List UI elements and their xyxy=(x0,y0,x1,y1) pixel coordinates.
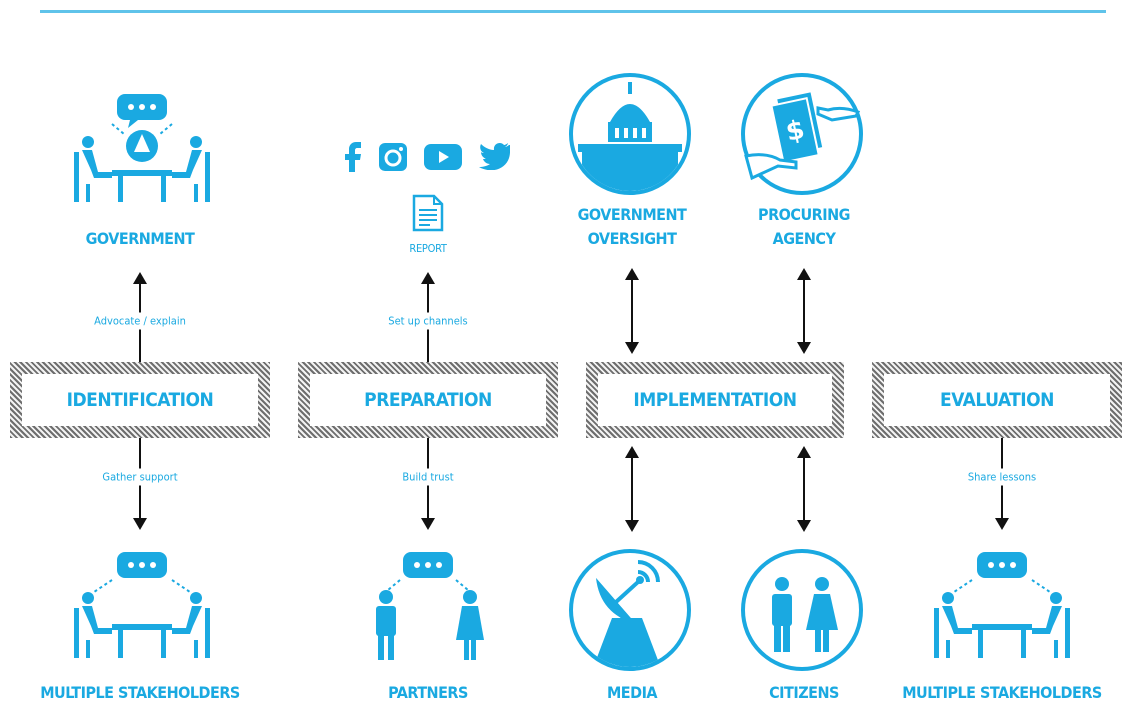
youtube-icon[interactable] xyxy=(424,144,462,170)
money-handover-icon: $ xyxy=(741,73,863,195)
stage-implementation-label: IMPLEMENTATION xyxy=(598,374,832,426)
media-label: MEDIA xyxy=(606,683,658,702)
citizens-label: CITIZENS xyxy=(769,683,839,702)
double-arrow-gov-oversight xyxy=(625,268,639,354)
stage-identification: IDENTIFICATION xyxy=(10,362,270,438)
social-icons xyxy=(344,142,514,172)
stakeholders-meeting-icon-left xyxy=(74,552,210,658)
partners-icon xyxy=(376,552,484,660)
gov-oversight-line1: GOVERNMENT xyxy=(577,205,687,224)
partners-label: PARTNERS xyxy=(388,683,468,702)
government-building-icon xyxy=(569,73,691,195)
set-up-channels-label: Set up channels xyxy=(385,312,471,330)
multiple-stakeholders-right-label: MULTIPLE STAKEHOLDERS xyxy=(902,683,1102,702)
multiple-stakeholders-left-label: MULTIPLE STAKEHOLDERS xyxy=(40,683,240,702)
twitter-icon[interactable] xyxy=(476,142,510,170)
advocate-explain-label: Advocate / explain xyxy=(91,312,189,330)
stage-evaluation: EVALUATION xyxy=(872,362,1122,438)
stage-preparation-label: PREPARATION xyxy=(310,374,546,426)
double-arrow-media xyxy=(625,446,639,532)
man-woman-icon xyxy=(741,549,863,671)
procuring-line2: AGENCY xyxy=(772,229,836,248)
gov-oversight-line2: OVERSIGHT xyxy=(587,229,677,248)
report-label: Report xyxy=(409,242,447,255)
double-arrow-citizens xyxy=(797,446,811,532)
stage-implementation: IMPLEMENTATION xyxy=(586,362,844,438)
gather-support-label: Gather support xyxy=(99,468,181,486)
facebook-icon[interactable] xyxy=(344,142,362,172)
build-trust-label: Build trust xyxy=(399,468,457,486)
procuring-line1: PROCURING xyxy=(758,205,850,224)
stage-identification-label: IDENTIFICATION xyxy=(22,374,258,426)
svg-text:$: $ xyxy=(783,115,807,148)
stage-evaluation-label: EVALUATION xyxy=(884,374,1110,426)
stakeholders-meeting-icon-right xyxy=(934,552,1070,658)
top-rule xyxy=(40,10,1106,13)
report-document-icon xyxy=(412,194,444,232)
satellite-dish-icon xyxy=(569,549,691,671)
stage-preparation: PREPARATION xyxy=(298,362,558,438)
government-meeting-icon xyxy=(74,94,210,202)
share-lessons-label: Share lessons xyxy=(964,468,1040,486)
instagram-icon[interactable] xyxy=(378,142,408,172)
double-arrow-procuring xyxy=(797,268,811,354)
government-label: GOVERNMENT xyxy=(85,229,195,248)
